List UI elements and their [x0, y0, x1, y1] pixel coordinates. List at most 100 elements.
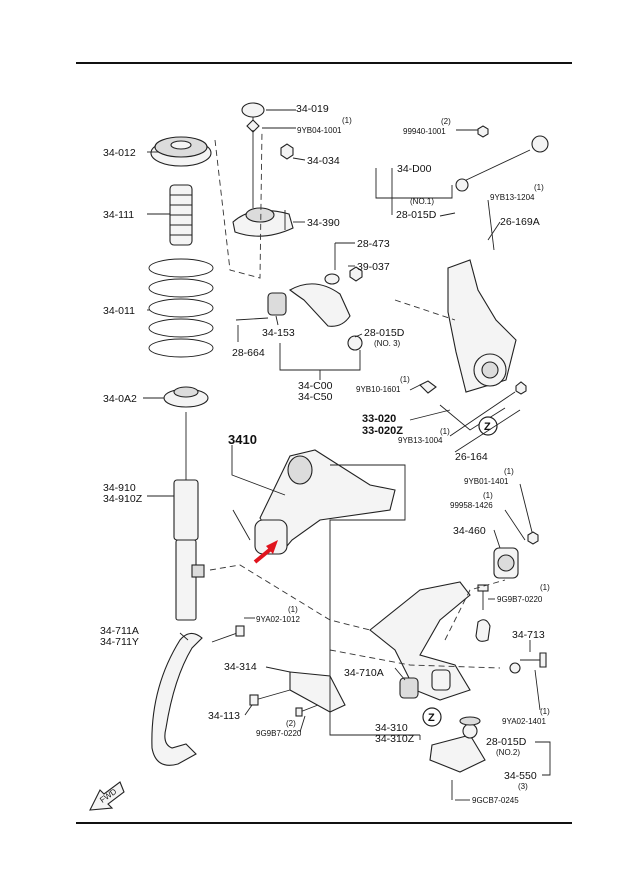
svg-text:(1): (1) — [540, 707, 550, 716]
z-marker-1: Z — [478, 416, 498, 436]
label-34-390: 34-390 — [307, 217, 340, 229]
svg-text:(1): (1) — [504, 467, 514, 476]
label-9ya02-1401: 9YA02-1401 — [502, 717, 546, 726]
label-26-169a: 26-169A — [500, 216, 540, 228]
label-34-310: 34-310 — [375, 722, 408, 734]
mount-nut — [280, 143, 294, 160]
lower-ball-joint — [429, 716, 486, 800]
label-33-020z: 33-020Z — [362, 425, 403, 437]
label-9g9b7-0220-left: 9G9B7-0220 — [256, 729, 302, 738]
guide-line-lower-3 — [444, 579, 506, 641]
label-34-113: 34-113 — [208, 710, 240, 722]
label-28-473: 28-473 — [357, 238, 390, 250]
bolt-34-113 — [249, 689, 291, 706]
bushing-34-460 — [493, 547, 519, 579]
bolt-9g9b7-right — [477, 584, 489, 610]
label-9yb10-1601: 9YB10-1601 — [356, 385, 401, 394]
lower-spring-seat — [163, 386, 209, 408]
label-28-664: 28-664 — [232, 347, 265, 359]
label-34-314: 34-314 — [224, 661, 257, 673]
small-nut-right — [527, 531, 539, 545]
svg-text:(2): (2) — [286, 719, 296, 728]
label-9yb04-1001: 9YB04-1001 — [297, 126, 342, 135]
svg-text:(NO.2): (NO.2) — [496, 748, 520, 757]
label-34-0a2: 34-0A2 — [103, 393, 137, 405]
lower-arm-leader — [232, 509, 251, 541]
label-28-015d-no2: 28-015D — [486, 736, 527, 748]
bolt-34-713 — [509, 652, 547, 674]
label-9yb13-1204: 9YB13-1204 — [490, 193, 535, 202]
z-marker-2: Z — [422, 707, 442, 727]
shock-absorber — [173, 412, 205, 621]
label-26-164: 26-164 — [455, 451, 488, 463]
label-34-310z: 34-310Z — [375, 733, 415, 745]
upper-arm-bracket — [279, 343, 361, 371]
label-9yb13-1004: 9YB13-1004 — [398, 436, 443, 445]
upper-spring-seat — [150, 136, 212, 167]
bolt-9ya02-1012 — [211, 625, 245, 643]
svg-text:(1): (1) — [288, 605, 298, 614]
label-9g9b7-0220-right: 9G9B7-0220 — [497, 595, 543, 604]
label-39-037: 39-037 — [357, 261, 390, 273]
svg-text:(1): (1) — [400, 375, 410, 384]
strut-upper-mount — [232, 130, 294, 237]
lower-trailing-arm — [151, 632, 203, 766]
label-34-550: 34-550 — [504, 770, 537, 782]
label-34-012: 34-012 — [103, 147, 136, 159]
label-34-910z: 34-910Z — [103, 493, 143, 505]
bolt-9g9b7-left — [295, 704, 319, 717]
label-34-d00: 34-D00 — [397, 163, 432, 175]
guide-line-lower-4 — [394, 299, 456, 321]
leader-lines — [143, 109, 551, 801]
label-34-460: 34-460 — [453, 525, 486, 537]
label-34-034: 34-034 — [307, 155, 340, 167]
upper-control-arm — [235, 266, 363, 351]
tie-rod — [455, 125, 549, 192]
label-34-011: 34-011 — [103, 305, 135, 317]
svg-text:(NO.1): (NO.1) — [410, 197, 434, 206]
svg-text:(1): (1) — [342, 116, 352, 125]
guide-line-upper — [214, 129, 263, 279]
label-34-c00: 34-C00 — [298, 380, 333, 392]
label-28-015d-no1: 28-015D — [396, 209, 437, 221]
label-9gcb7-0245: 9GCB7-0245 — [472, 796, 519, 805]
label-34-c50: 34-C50 — [298, 391, 333, 403]
label-99958-1426: 99958-1426 — [450, 501, 493, 510]
label-34-710a: 34-710A — [344, 667, 384, 679]
strut-mount-cap — [241, 102, 265, 133]
forward-arrow-icon: FWD — [89, 781, 125, 811]
label-3410: 3410 — [228, 432, 257, 447]
guide-line-lower-1 — [209, 564, 371, 631]
label-34-713: 34-713 — [512, 629, 545, 641]
svg-text:(1): (1) — [534, 183, 544, 192]
label-33-020: 33-020 — [362, 413, 396, 425]
label-34-711y: 34-711Y — [100, 636, 139, 648]
svg-text:(2): (2) — [441, 117, 451, 126]
svg-text:(1): (1) — [483, 491, 493, 500]
label-34-910: 34-910 — [103, 482, 136, 494]
coil-spring — [148, 258, 214, 358]
label-34-019: 34-019 — [296, 103, 329, 115]
assembly-frame-line — [329, 464, 420, 736]
label-99940-1001: 99940-1001 — [403, 127, 446, 136]
svg-text:Z: Z — [484, 421, 491, 433]
lower-arm-bracket — [231, 445, 286, 496]
steering-knuckle — [419, 259, 527, 395]
label-34-711a: 34-711A — [100, 625, 139, 637]
bracket-34-314 — [289, 671, 346, 713]
knuckle-leader — [439, 404, 506, 431]
label-9ya02-1012: 9YA02-1012 — [256, 615, 300, 624]
svg-text:(1): (1) — [540, 583, 550, 592]
lower-control-arm-main — [254, 449, 396, 555]
highlight-arrow — [253, 540, 278, 564]
svg-text:(NO. 3): (NO. 3) — [374, 339, 401, 348]
svg-text:(1): (1) — [440, 427, 450, 436]
bump-stop-boot — [169, 184, 193, 246]
svg-text:(3): (3) — [518, 782, 528, 791]
svg-text:Z: Z — [428, 712, 435, 724]
label-28-015d-no3: 28-015D — [364, 327, 405, 339]
part-labels: 34-019 (1) 9YB04-1001 34-012 34-034 34-1… — [100, 103, 550, 805]
label-9yb01-1401: 9YB01-1401 — [464, 477, 509, 486]
label-34-111: 34-111 — [103, 209, 134, 221]
